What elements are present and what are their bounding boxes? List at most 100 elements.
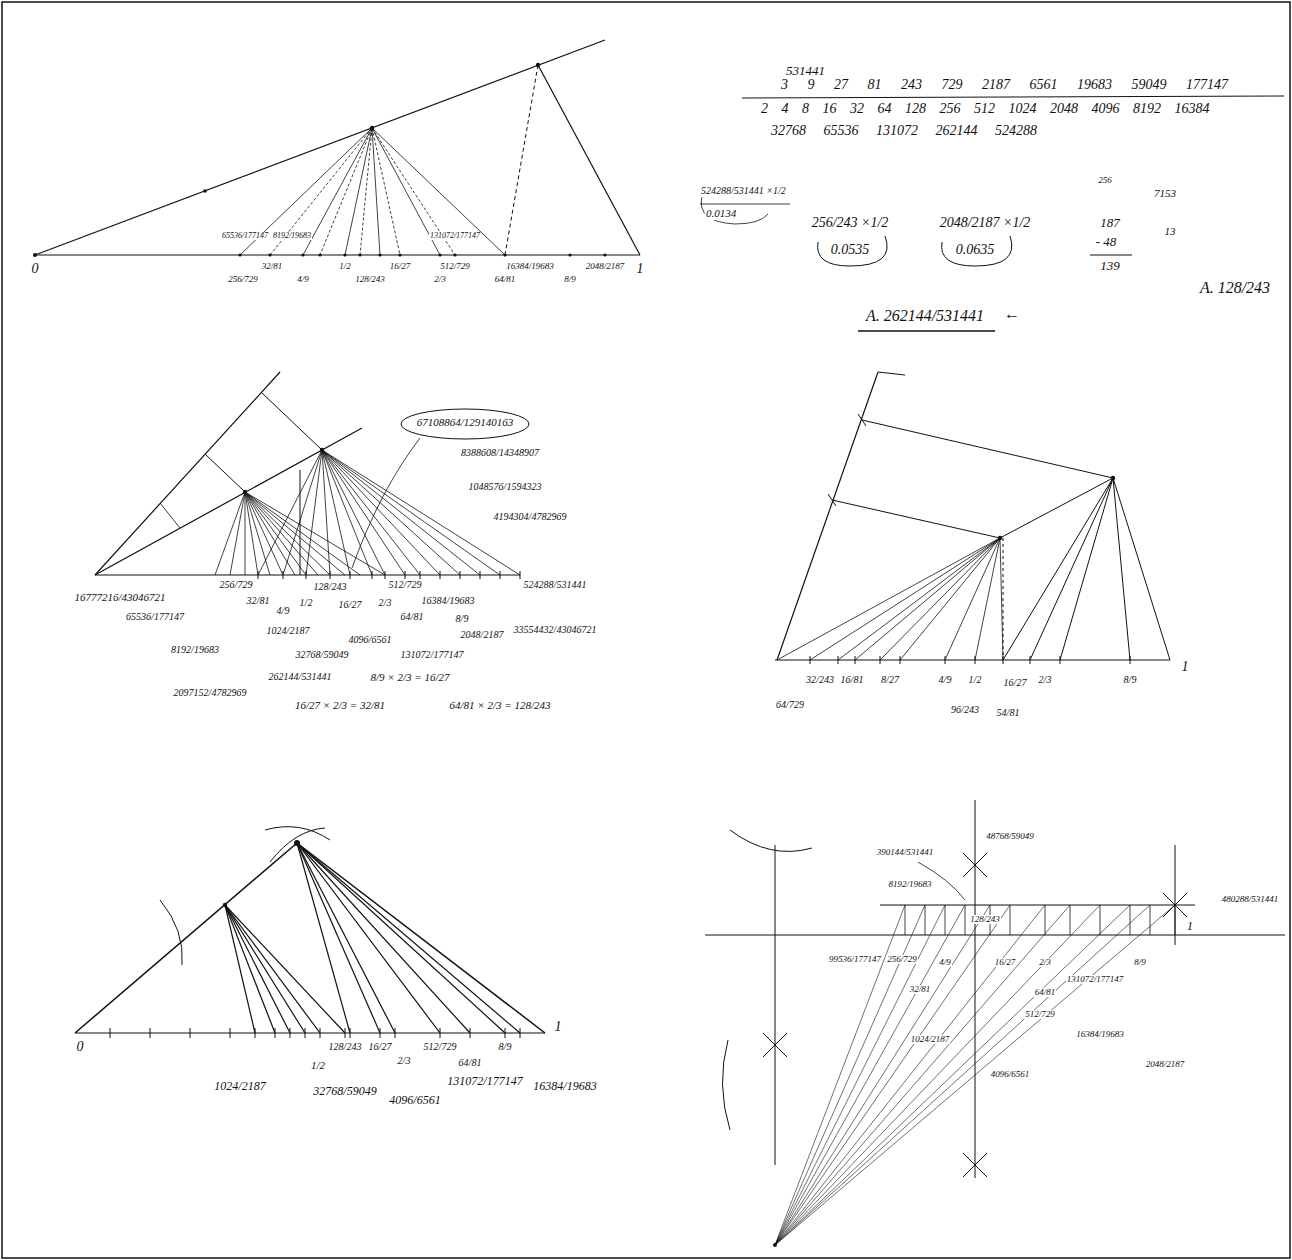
construction-line — [777, 538, 1000, 660]
construction-line — [963, 853, 987, 877]
construction-line — [275, 1028, 276, 1038]
figure-label: 256/729 — [227, 275, 259, 284]
figure-label: 128/243 — [354, 275, 386, 284]
figure-label: 8/9 — [455, 614, 470, 625]
figure-label: 67108864/129140163 — [416, 417, 515, 429]
construction-line — [230, 492, 245, 575]
figure-label: 99536/177147 — [828, 955, 882, 964]
figure-label: 1/2 — [310, 1060, 326, 1072]
construction-line — [395, 1028, 396, 1038]
construction-line — [297, 843, 505, 1033]
construction-line — [763, 1033, 787, 1057]
construction-line — [372, 571, 373, 579]
figure-label: 256/729 — [219, 580, 254, 591]
figure-label: 8/9 × 2/3 = 16/27 — [369, 672, 450, 684]
construction-line — [306, 450, 322, 575]
point-mark — [438, 253, 441, 256]
construction-line — [775, 905, 1070, 1245]
figure-label: 65536/177147 — [221, 232, 269, 240]
construction-line — [855, 656, 856, 664]
construction-line — [742, 96, 1284, 98]
construction-line — [810, 656, 811, 664]
construction-line — [1100, 905, 1101, 935]
figure-label: 2097152/4782969 — [173, 688, 248, 699]
pencil-arc — [818, 236, 888, 266]
point-mark — [1111, 476, 1115, 480]
construction-line — [775, 659, 1170, 660]
point-mark — [243, 490, 247, 494]
construction-line — [1163, 893, 1187, 917]
figure-label: 1 — [1186, 920, 1194, 933]
figure-label: - 48 — [1095, 235, 1118, 249]
point-mark — [370, 126, 374, 130]
construction-line — [322, 450, 480, 575]
construction-line — [1003, 478, 1113, 660]
figure-label: 1 — [636, 262, 645, 277]
construction-line — [1113, 478, 1170, 660]
construction-line — [322, 450, 372, 575]
construction-line — [95, 428, 362, 575]
point-mark — [568, 253, 571, 256]
point-mark — [503, 253, 506, 256]
figure-label: 64/81 — [400, 612, 425, 623]
figure-label: 16/27 × 2/3 = 32/81 — [294, 700, 386, 712]
pencil-arc — [942, 236, 1012, 266]
construction-line — [828, 494, 836, 506]
figure-label: 512/729 — [388, 580, 423, 591]
construction-line — [245, 492, 330, 575]
figure-label: 64/81 — [458, 1058, 483, 1069]
figure-label: 4096/6561 — [990, 1070, 1031, 1079]
figure-label: 8/27 — [880, 675, 900, 686]
construction-line — [322, 450, 385, 575]
construction-line — [480, 571, 481, 579]
construction-line — [963, 1153, 987, 1177]
figure-label: 480288/531441 — [1221, 895, 1280, 904]
figure-label: 7153 — [1153, 188, 1177, 200]
pencil-arc — [270, 828, 325, 862]
construction-line — [925, 905, 926, 935]
figure-label: 8388608/14348907 — [460, 448, 540, 459]
construction-line — [245, 492, 246, 575]
figure-label: 256/729 — [886, 955, 918, 964]
figure-label: 131072/177147 — [429, 232, 481, 240]
construction-line — [160, 503, 180, 528]
construction-line — [1003, 656, 1004, 664]
construction-line — [225, 905, 305, 1033]
construction-line — [283, 450, 322, 575]
construction-line — [322, 450, 500, 575]
construction-line — [405, 571, 406, 579]
construction-line — [1070, 905, 1071, 935]
figure-label: 256/243 ×1/2 — [811, 216, 890, 231]
figure-label: 139 — [1099, 259, 1121, 273]
point-mark — [268, 253, 271, 256]
figure-label: 256 — [1097, 176, 1113, 185]
figure-label: 4/9 — [938, 675, 953, 686]
figure-label: A. 262144/531441 — [865, 308, 985, 325]
figure-label: 262144/531441 — [268, 672, 333, 683]
construction-line — [775, 905, 1045, 1245]
figure-label: 187 — [1099, 216, 1121, 230]
figure-label: 8/9 — [1133, 958, 1147, 967]
construction-line — [245, 492, 345, 575]
construction-line — [700, 204, 790, 205]
figure-label: 512/729 — [1024, 1010, 1056, 1019]
point-mark — [453, 253, 456, 256]
figure-label: 8192/19683 — [887, 880, 932, 889]
construction-line — [225, 905, 345, 1033]
construction-line — [290, 1028, 291, 1038]
construction-line — [775, 905, 945, 1245]
figure-label: 96/243 — [950, 705, 980, 716]
figure-label: 524288/531441 ×1/2 — [700, 186, 787, 197]
construction-line — [258, 571, 259, 579]
figure-label: 1/2 — [338, 262, 352, 271]
construction-line — [95, 372, 280, 575]
construction-line — [350, 1028, 351, 1038]
construction-line — [775, 905, 1150, 1245]
figure-label: 1024/2187 — [266, 626, 311, 637]
pencil-arc — [160, 900, 182, 965]
construction-line — [810, 538, 1000, 660]
construction-line — [322, 450, 460, 575]
construction-line — [322, 450, 520, 575]
